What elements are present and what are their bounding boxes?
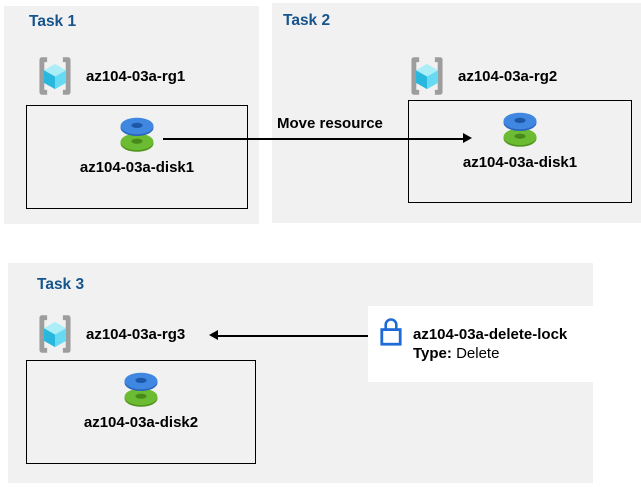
task1-resource-group: az104-03a-rg1 [34,55,185,97]
task2-panel: Task 2 az104-03a-rg2 az104-03a-disk1 [272,3,641,223]
task2-title: Task 2 [283,12,331,29]
managed-disk-icon [122,369,160,409]
lock-type-value: Delete [456,345,500,362]
task1-resource-box: az104-03a-disk1 [26,105,248,209]
resource-group-icon [406,55,448,97]
task1-panel: Task 1 az104-03a-rg1 az104-03a-disk1 [4,6,259,224]
delete-lock-text: az104-03a-delete-lock Type: Delete [413,325,567,363]
resource-group-icon [34,55,76,97]
task3-title: Task 3 [37,276,85,293]
move-resource-arrowhead-icon [463,133,472,143]
task2-disk-label: az104-03a-disk1 [462,153,578,171]
task3-resource-box: az104-03a-disk2 [26,360,256,464]
delete-lock-arrow-line [217,335,371,337]
move-resource-label: Move resource [277,115,383,132]
task3-disk-label: az104-03a-disk2 [83,414,199,431]
delete-lock-arrowhead-icon [209,330,218,340]
delete-lock-name: az104-03a-delete-lock [413,326,568,343]
lock-icon [377,314,405,350]
lock-icon-frame [377,314,405,350]
task1-resource-group-label: az104-03a-rg1 [86,67,186,85]
delete-lock-type: Type: Delete [413,344,567,363]
task3-resource-group-label: az104-03a-rg3 [86,325,186,343]
task1-disk-label: az104-03a-disk1 [79,159,195,176]
managed-disk-icon [501,109,539,149]
task2-resource-group: az104-03a-rg2 [406,55,557,97]
task2-resource-box: az104-03a-disk1 [408,100,632,203]
task1-title: Task 1 [29,13,77,30]
task3-resource-group: az104-03a-rg3 [34,313,185,355]
resource-group-icon [34,313,76,355]
managed-disk-icon [118,114,156,154]
delete-lock-annotation: az104-03a-delete-lock Type: Delete [368,306,630,382]
move-resource-arrow-line [163,138,464,140]
task2-resource-group-label: az104-03a-rg2 [458,67,558,85]
lock-type-label: Type: [413,345,452,362]
